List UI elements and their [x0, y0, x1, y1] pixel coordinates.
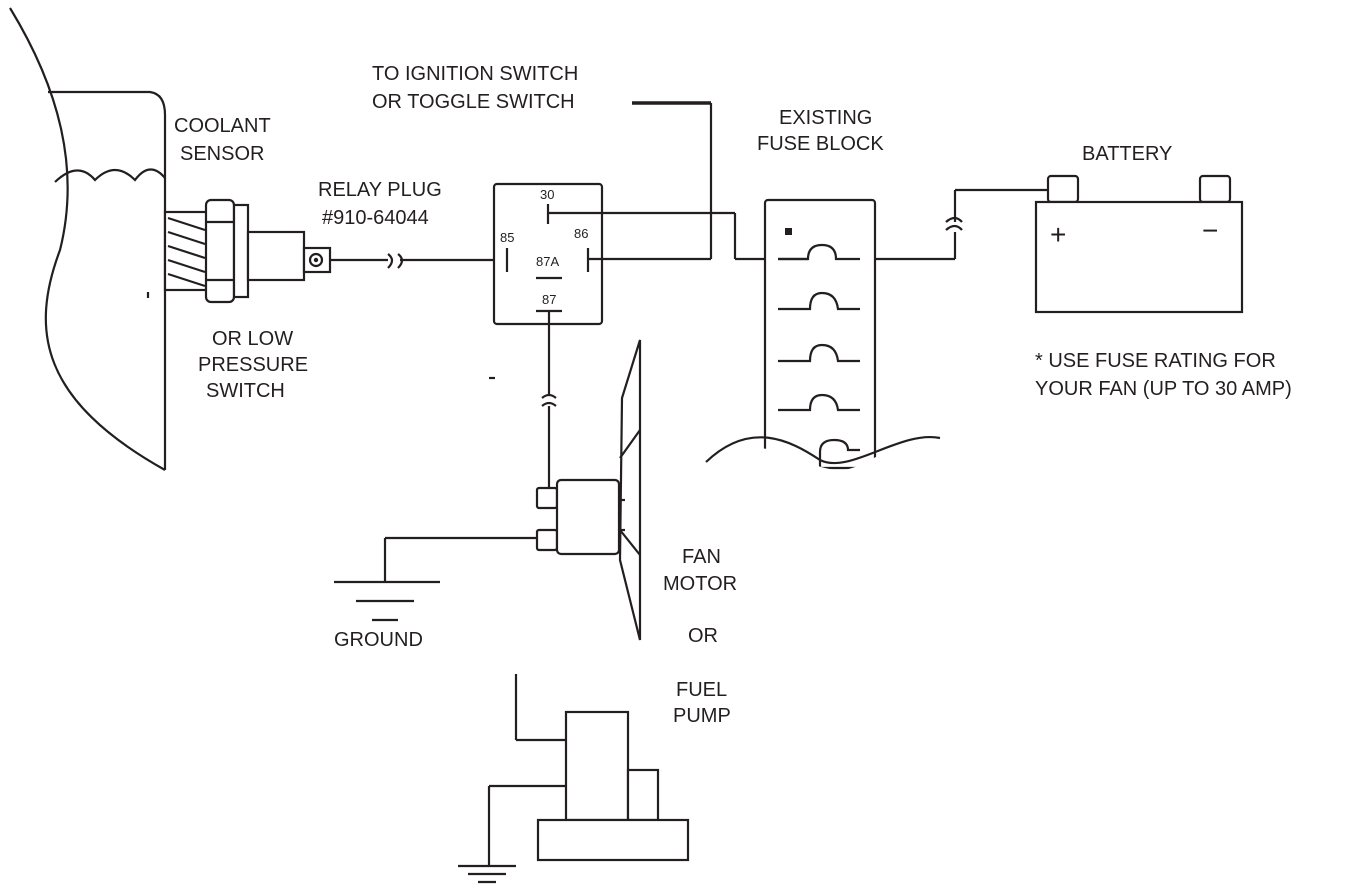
diagram-labels: TO IGNITION SWITCH OR TOGGLE SWITCH COOL… — [174, 63, 1292, 727]
fuse-block-label-line2: FUSE BLOCK — [757, 133, 884, 155]
fuel-pump-label-line1: FUEL — [676, 679, 727, 701]
pin-86-label: 86 — [574, 226, 588, 241]
fuse-block — [700, 198, 941, 470]
battery: + − — [1034, 174, 1244, 314]
pin-30-label: 30 — [540, 187, 554, 202]
pin-87a-label: 87A — [536, 254, 559, 269]
pin-87-label: 87 — [542, 292, 556, 307]
fuse-note-line2: YOUR FAN (UP TO 30 AMP) — [1035, 378, 1292, 400]
coolant-label-line1: COOLANT — [174, 115, 271, 137]
pin-85-label: 85 — [500, 230, 514, 245]
relay — [492, 182, 735, 395]
fuel-pump — [458, 674, 690, 884]
coolant-sensor — [163, 198, 332, 304]
relay-to-fan-wire — [541, 393, 557, 488]
ignition-wire — [632, 101, 713, 259]
fan-motor-label-line1: FAN — [682, 546, 721, 568]
engine-block — [9, 7, 167, 471]
fuel-pump-label-line2: PUMP — [673, 705, 731, 727]
fan-motor — [535, 339, 642, 641]
positive-symbol: + — [1050, 219, 1066, 250]
fuse-block-label-line1: EXISTING — [779, 107, 872, 129]
relay-plug-label-line1: RELAY PLUG — [318, 179, 442, 201]
low-pressure-label-line2: PRESSURE — [198, 354, 308, 376]
ground-symbol — [334, 536, 537, 622]
battery-label: BATTERY — [1082, 143, 1172, 165]
relay-pin-labels: 30 85 86 87A 87 — [500, 187, 588, 307]
negative-symbol: − — [1202, 215, 1218, 246]
or-label: OR — [688, 625, 718, 647]
coolant-label-line2: SENSOR — [180, 143, 264, 165]
ignition-label-line2: OR TOGGLE SWITCH — [372, 91, 575, 113]
fuse-note-line1: * USE FUSE RATING FOR — [1035, 350, 1276, 372]
low-pressure-label-line3: SWITCH — [206, 380, 285, 402]
sensor-to-relay-wire — [330, 253, 507, 269]
ground-label: GROUND — [334, 629, 423, 651]
low-pressure-label-line1: OR LOW — [212, 328, 293, 350]
ignition-label-line1: TO IGNITION SWITCH — [372, 63, 578, 85]
fan-motor-label-line2: MOTOR — [663, 573, 737, 595]
relay-to-fuse-wire — [733, 213, 765, 261]
relay-plug-label-line2: #910-64044 — [322, 207, 429, 229]
fuse-to-battery-wire — [875, 188, 1048, 261]
